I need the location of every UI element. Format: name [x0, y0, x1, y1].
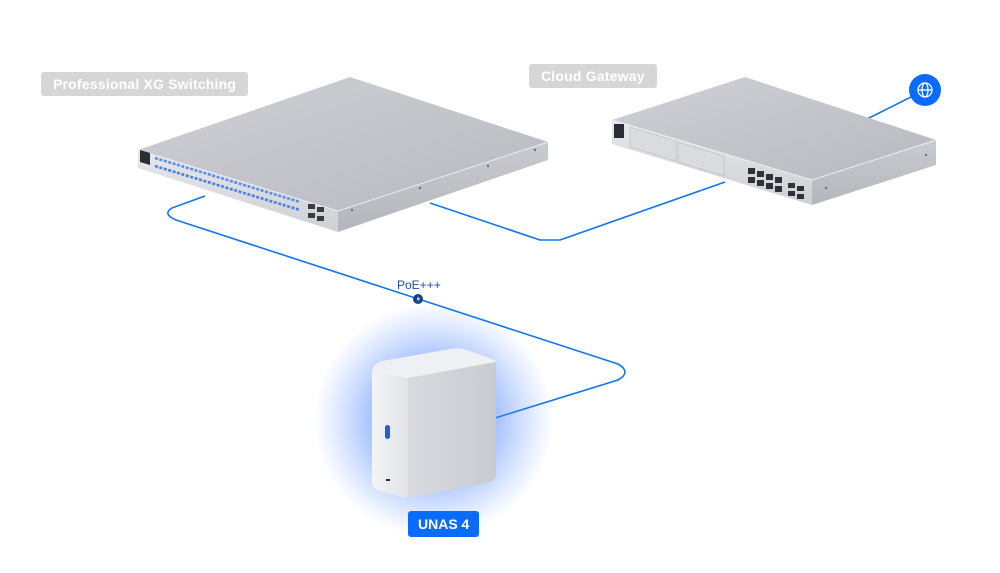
xg-switch — [137, 77, 549, 232]
gateway-side — [812, 140, 936, 205]
internet-node — [909, 74, 941, 106]
switch-port-row-top — [154, 156, 301, 204]
gateway-label: Cloud Gateway — [529, 64, 657, 88]
switch-sfp-ports — [308, 204, 324, 221]
gateway-drive-bay-1 — [629, 126, 677, 162]
switch-front — [138, 150, 338, 232]
gateway-display — [614, 124, 624, 138]
unas-side — [408, 362, 496, 498]
unas-status-led — [385, 425, 390, 439]
switch-label: Professional XG Switching — [41, 72, 249, 96]
cloud-gateway — [611, 77, 937, 205]
poe-label: PoE+++ — [397, 278, 441, 292]
gateway-drive-bay-2 — [677, 141, 725, 177]
unas-top — [372, 348, 496, 379]
lightning-bolt-icon — [416, 295, 420, 303]
poe-badge — [413, 294, 423, 304]
switch-console-port — [140, 150, 150, 166]
globe-icon — [917, 82, 933, 98]
gateway-top — [612, 77, 936, 180]
switch-top — [138, 77, 548, 211]
switch-port-row-bottom — [154, 164, 301, 212]
unas-4 — [314, 302, 554, 538]
gateway-ports — [748, 168, 804, 199]
link-switch-to-gateway — [429, 181, 726, 241]
unas-label: UNAS 4 — [408, 511, 480, 537]
switch-side — [338, 142, 548, 232]
link-switch-to-unas — [167, 195, 626, 419]
